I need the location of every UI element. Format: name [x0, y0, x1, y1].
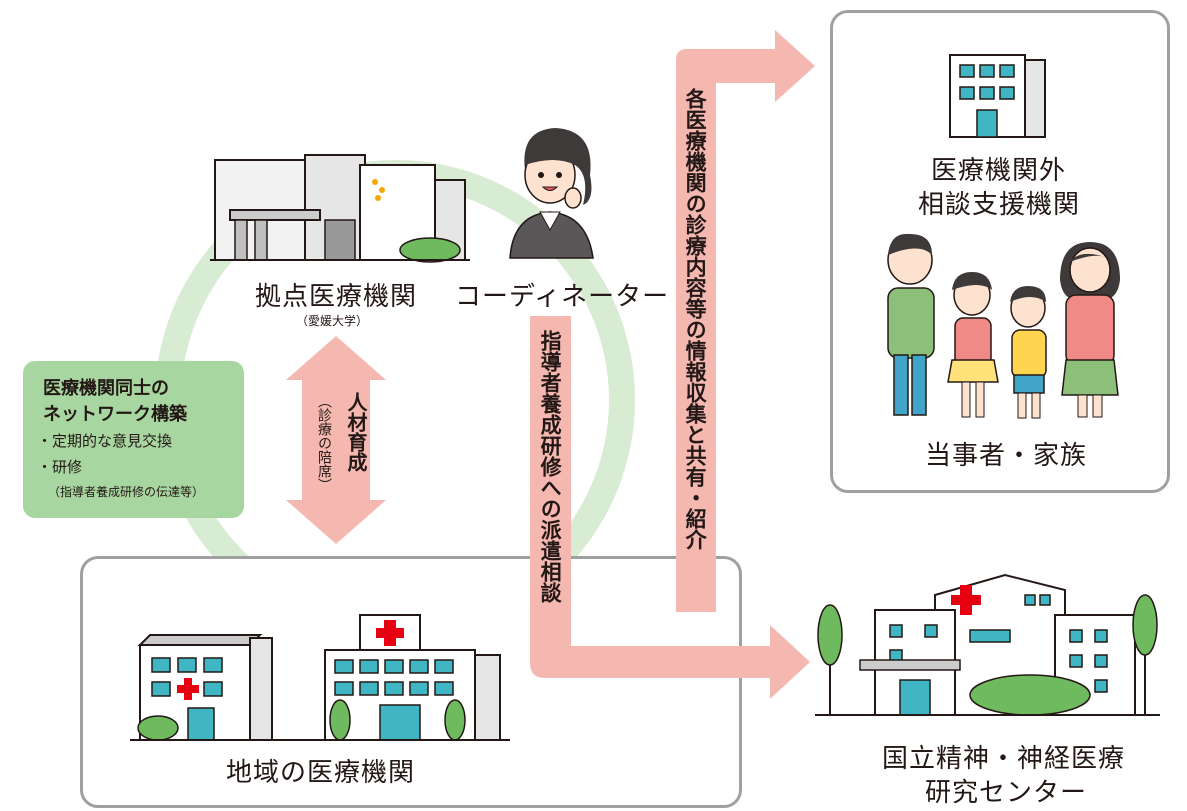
network-item-2-note: （指導者養成研修の伝達等） — [48, 485, 205, 499]
clinic-icon — [130, 614, 510, 741]
outside-people: 当事者・家族 — [925, 441, 1088, 471]
info-label: 各医療機関の診療内容等の情報収集と共有・紹介 — [683, 88, 708, 550]
outside-line1: 医療機関外 — [931, 156, 1067, 186]
hub-sub: （愛媛大学） — [296, 314, 369, 328]
ncnp-line2: 研究センター — [925, 778, 1088, 808]
network-title-2: ネットワーク構築 — [43, 404, 187, 425]
training-label: 人材育成 — [344, 392, 368, 472]
info-arrow — [676, 30, 815, 612]
hospital-building-icon — [210, 154, 470, 263]
hub-name: 拠点医療機関 — [255, 282, 418, 312]
training-note: （診療の陪席） — [316, 394, 332, 492]
network-item-2: ・研修 — [37, 458, 83, 476]
dispatch-arrow — [530, 316, 810, 699]
network-box — [23, 361, 244, 518]
local-name: 地域の医療機関 — [226, 758, 416, 788]
coordinator-name: コーディネーター — [455, 282, 670, 312]
family-icon — [887, 233, 1120, 419]
dispatch-label: 指導者養成研修への派遣相談 — [538, 330, 563, 603]
coordinator-person-icon — [509, 128, 594, 259]
outside-line2: 相談支援機関 — [918, 190, 1081, 220]
network-title-1: 医療機関同士の — [43, 378, 169, 399]
training-arrow — [286, 336, 386, 544]
ncnp-line1: 国立精神・神経医療 — [882, 744, 1126, 774]
network-item-1: ・定期的な意見交換 — [37, 432, 173, 450]
research-center-icon — [815, 573, 1160, 716]
office-building-icon — [949, 54, 1046, 138]
